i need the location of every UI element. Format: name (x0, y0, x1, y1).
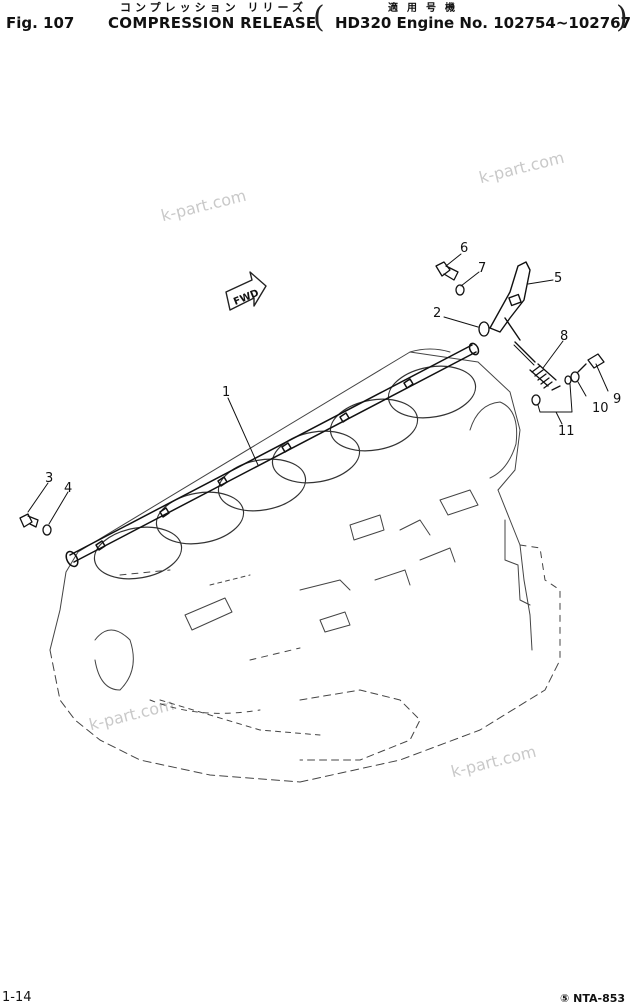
washer-icon (570, 371, 580, 383)
engine-block-outline (49, 348, 561, 783)
spring-icon (529, 363, 557, 389)
callout-7: 7 (478, 261, 486, 276)
washer-icon (42, 524, 52, 536)
applicability: HD320 Engine No. 102754~102767 (335, 14, 632, 32)
callout-6: 6 (460, 241, 468, 256)
page-number: 1-14 (2, 990, 32, 1005)
bolt-icon (435, 261, 459, 281)
callout-4: 4 (64, 481, 72, 496)
washer-icon (478, 321, 490, 337)
release-shaft (65, 342, 480, 568)
callout-numbers: 1 2 3 4 5 6 7 8 9 10 11 (45, 241, 621, 496)
callout-10: 10 (592, 401, 609, 416)
document-code: ⑤ NTA-853 (560, 992, 626, 1005)
applicability-japanese: 適用号機 (388, 3, 464, 14)
washer-icon (564, 375, 572, 385)
washer-icon (531, 394, 541, 406)
paren-right: ) (616, 0, 628, 35)
paren-left: ( (313, 0, 325, 35)
callout-9: 9 (613, 392, 621, 407)
callout-3: 3 (45, 471, 53, 486)
figure-title: COMPRESSION RELEASE (108, 14, 317, 32)
fwd-arrow-icon: FWD (225, 271, 267, 311)
callout-1: 1 (222, 385, 230, 400)
callout-2: 2 (433, 306, 441, 321)
callout-5: 5 (554, 271, 562, 286)
bolt-icon (577, 353, 605, 373)
washer-icon (455, 284, 465, 296)
bolt-icon (19, 513, 39, 528)
figure-number: Fig. 107 (6, 14, 75, 32)
leader-lines (27, 253, 609, 525)
release-lever (489, 261, 536, 363)
callout-11: 11 (558, 424, 575, 439)
title-japanese: コンプレッション リリーズ (120, 1, 307, 14)
callout-8: 8 (560, 329, 568, 344)
cylinder-bores (93, 365, 477, 580)
